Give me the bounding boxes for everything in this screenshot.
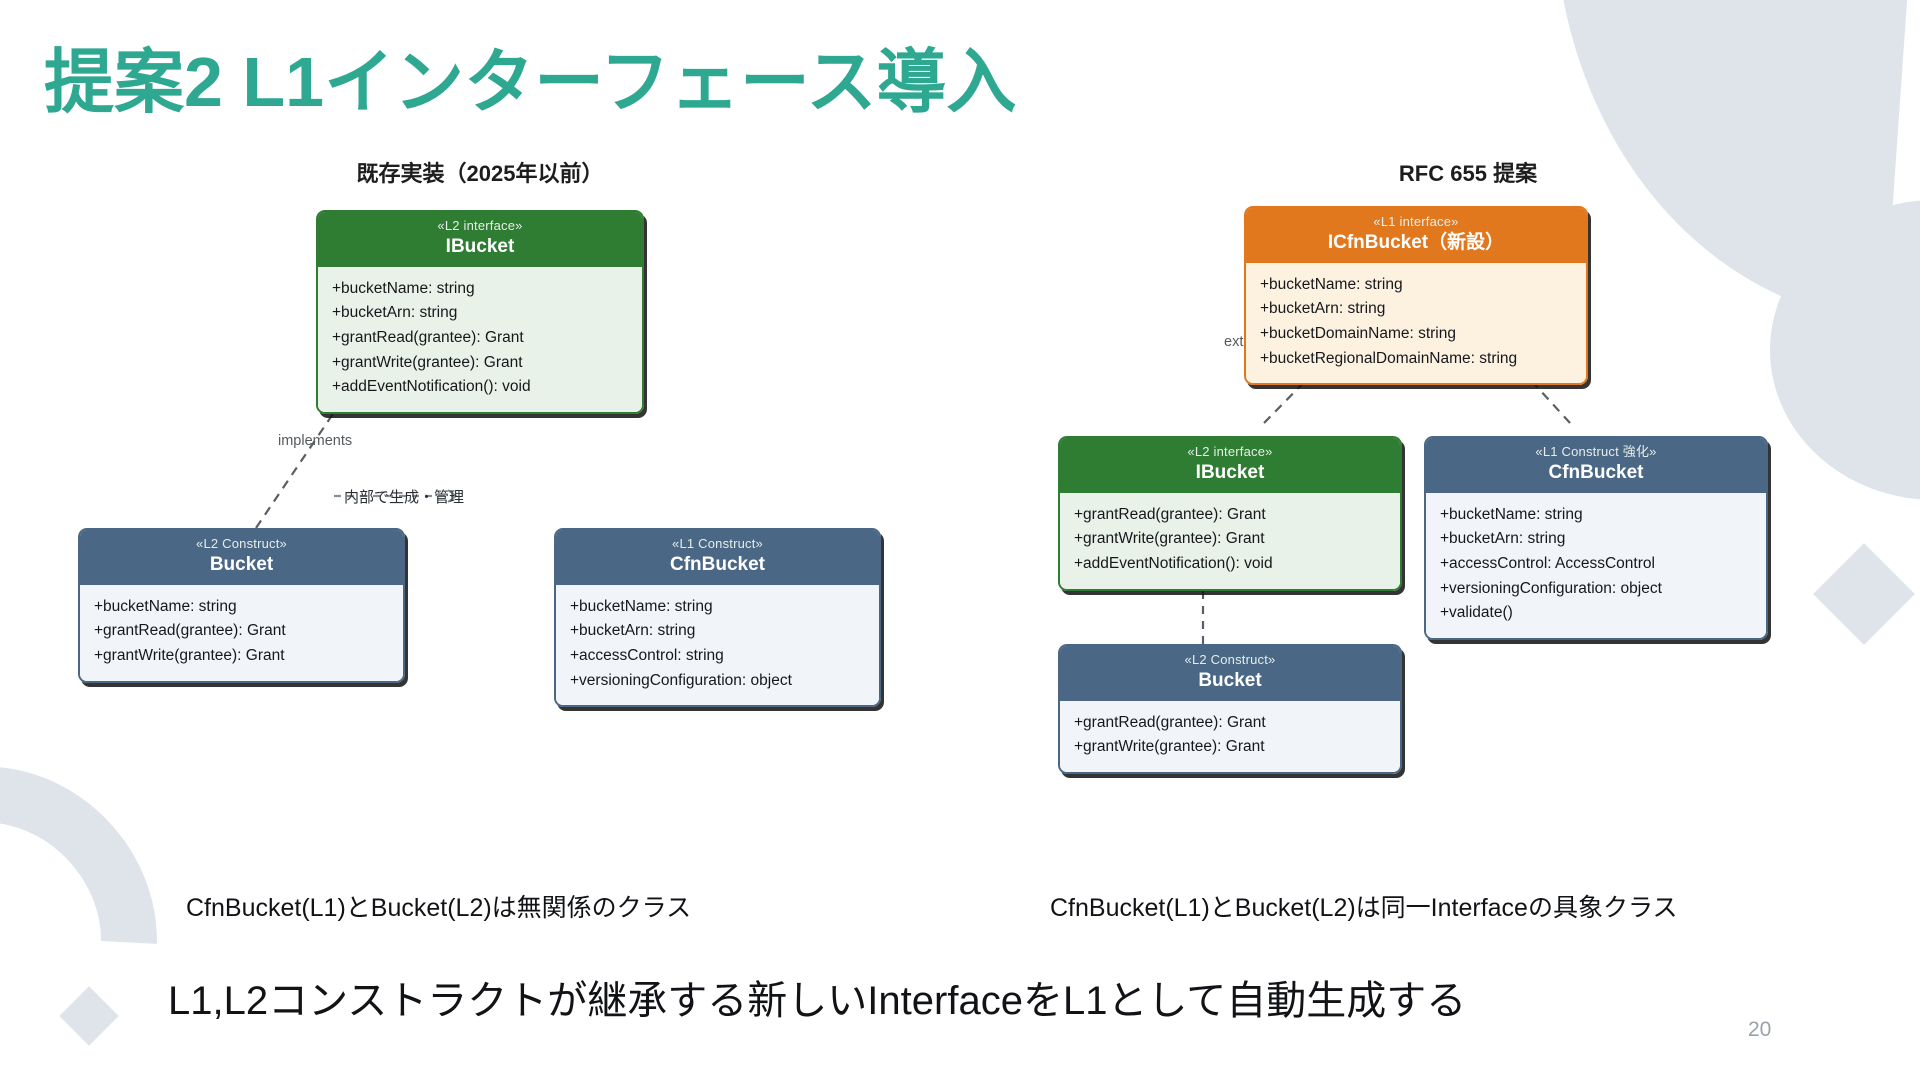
panel-existing-implementation: 既存実装（2025年以前） implements 内部で生成・管理 «L2 in… [44,148,916,808]
class-attribute: +grantRead(grantee): Grant [1074,713,1266,731]
class-attribute: +versioningConfiguration: object [570,671,792,689]
class-attribute: +accessControl: AccessControl [1440,554,1655,572]
class-attribute: +grantRead(grantee): Grant [332,328,524,346]
class-stereotype: «L2 interface» [1187,444,1273,459]
class-box-bucket-left[interactable]: «L2 Construct» Bucket +bucketName: strin… [78,528,405,683]
class-attributes: +bucketName: string +bucketArn: string +… [318,266,642,412]
class-attributes: +grantRead(grantee): Grant +grantWrite(g… [1060,492,1400,589]
class-name: ICfnBucket（新設） [1327,231,1505,253]
class-attribute: +grantRead(grantee): Grant [94,622,286,640]
class-box-cfnbucket-right[interactable]: «L1 Construct 強化» CfnBucket +bucketName:… [1424,436,1768,640]
class-attribute: +grantWrite(grantee): Grant [94,646,285,664]
class-attribute: +bucketName: string [1260,275,1403,293]
class-header: «L2 Construct» Bucket [1060,646,1400,701]
class-header: «L1 interface» ICfnBucket（新設） [1246,208,1586,263]
class-attributes: +bucketName: string +bucketArn: string +… [556,584,879,706]
class-attribute: +bucketName: string [1440,505,1583,523]
class-attribute: +bucketArn: string [1440,530,1566,548]
class-name: Bucket [209,553,274,575]
class-name: IBucket [1195,461,1265,483]
class-stereotype: «L2 interface» [437,218,523,233]
class-name: CfnBucket [669,553,765,575]
class-stereotype: «L2 Construct» [1184,652,1276,667]
caption-left: CfnBucket(L1)とBucket(L2)は無関係のクラス [186,894,692,922]
caption-right: CfnBucket(L1)とBucket(L2)は同一Interfaceの具象ク… [1050,894,1678,922]
class-header: «L1 Construct 強化» CfnBucket [1426,438,1766,493]
class-stereotype: «L2 Construct» [196,536,287,551]
class-attributes: +bucketName: string +bucketArn: string +… [1426,492,1766,638]
class-box-cfnbucket-left[interactable]: «L1 Construct» CfnBucket +bucketName: st… [554,528,881,708]
class-attribute: +grantWrite(grantee): Grant [332,353,523,371]
left-implements-label: implements [278,433,353,449]
class-attribute: +bucketArn: string [1260,300,1386,318]
class-attribute: +bucketArn: string [332,304,458,322]
class-name: Bucket [1198,669,1262,691]
class-attribute: +accessControl: string [570,646,724,664]
class-header: «L2 interface» IBucket [318,212,642,267]
class-attribute: +bucketName: string [332,279,475,297]
class-attribute: +grantWrite(grantee): Grant [1074,738,1265,756]
class-header: «L2 Construct» Bucket [80,530,403,585]
left-relation-label: 内部で生成・管理 [344,489,465,506]
class-attribute: +bucketName: string [570,597,713,615]
class-attribute: +bucketRegionalDomainName: string [1260,349,1518,367]
class-box-icfnbucket[interactable]: «L1 interface» ICfnBucket（新設） +bucketNam… [1244,206,1588,386]
page-number: 20 [1748,1018,1772,1041]
class-attributes: +grantRead(grantee): Grant +grantWrite(g… [1060,700,1400,772]
class-box-bucket-right[interactable]: «L2 Construct» Bucket +grantRead(grantee… [1058,644,1402,774]
panel-left-heading: 既存実装（2025年以前） [356,161,604,186]
class-stereotype: «L1 Construct 強化» [1535,444,1657,459]
class-attributes: +bucketName: string +bucketArn: string +… [1246,262,1586,384]
class-attribute: +addEventNotification(): void [332,378,531,396]
class-attribute: +validate() [1440,604,1513,622]
class-stereotype: «L1 interface» [1373,214,1459,229]
class-attribute: +addEventNotification(): void [1074,554,1273,572]
panel-rfc-proposal: RFC 655 提案 extends implements implements… [1032,148,1904,808]
page-title: 提案2 L1インターフェース導入 [44,43,1017,121]
class-box-ibucket-right[interactable]: «L2 interface» IBucket +grantRead(grante… [1058,436,1402,591]
class-name: CfnBucket [1548,461,1644,483]
class-attribute: +bucketName: string [94,597,237,615]
panel-right-heading: RFC 655 提案 [1398,161,1538,186]
class-attribute: +bucketDomainName: string [1260,324,1456,342]
class-header: «L1 Construct» CfnBucket [556,530,879,585]
class-name: IBucket [445,235,515,257]
class-attribute: +grantWrite(grantee): Grant [1074,530,1265,548]
class-header: «L2 interface» IBucket [1060,438,1400,493]
class-stereotype: «L1 Construct» [672,536,763,551]
class-attribute: +grantRead(grantee): Grant [1074,505,1266,523]
footer-summary: L1,L2コンストラクトが継承する新しいInterfaceをL1として自動生成す… [168,979,1467,1023]
class-attributes: +bucketName: string +grantRead(grantee):… [80,584,403,681]
class-attribute: +versioningConfiguration: object [1440,579,1662,597]
class-attribute: +bucketArn: string [570,622,696,640]
class-box-ibucket-left[interactable]: «L2 interface» IBucket +bucketName: stri… [316,210,644,414]
